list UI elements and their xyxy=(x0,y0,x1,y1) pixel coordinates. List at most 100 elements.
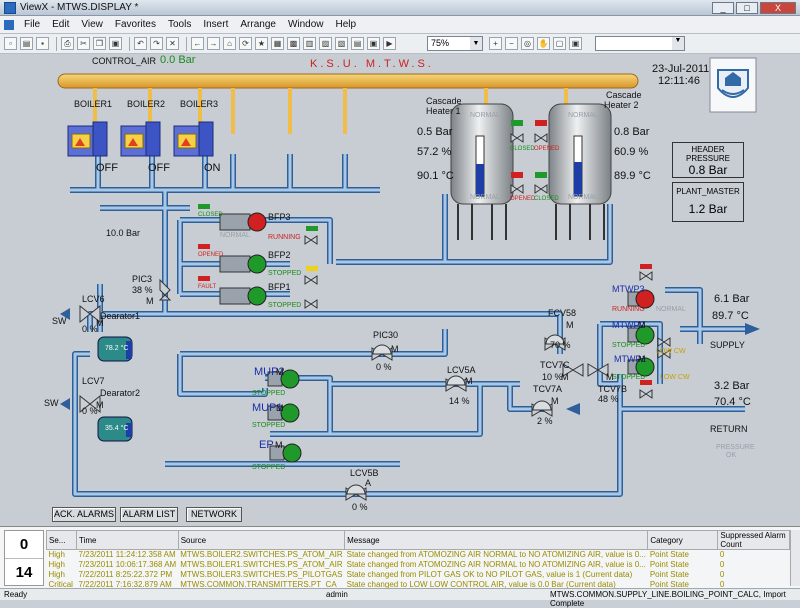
lcv5b-label: LCV5B xyxy=(350,468,379,478)
menu-window[interactable]: Window xyxy=(287,19,324,30)
open-icon[interactable]: ▤ xyxy=(20,37,33,50)
lcv5a-mode: M xyxy=(465,376,473,386)
grid-icon[interactable]: ▩ xyxy=(287,37,300,50)
boiler-2 xyxy=(120,121,161,157)
return-temp: 70.4 °C xyxy=(714,396,751,408)
boiler1-state: OFF xyxy=(96,162,118,174)
forward-icon[interactable]: → xyxy=(207,37,220,50)
ep-mode: M xyxy=(275,440,283,450)
col-suppressed[interactable]: Suppressed Alarm Count xyxy=(717,530,790,550)
chart-icon[interactable]: ▥ xyxy=(303,37,316,50)
heater1-title-1: Cascade xyxy=(426,96,462,106)
fcv58-mode: M xyxy=(566,320,574,330)
control-air-value: 0.0 Bar xyxy=(160,54,196,66)
col-message[interactable]: Message xyxy=(344,530,649,550)
cut-icon[interactable]: ✂ xyxy=(77,37,90,50)
pan-icon[interactable]: ✋ xyxy=(537,37,550,50)
menu-view[interactable]: View xyxy=(81,19,103,30)
delete-icon[interactable]: ✕ xyxy=(166,37,179,50)
pic30-mode: M xyxy=(391,344,399,354)
mup2-label: MUP2 xyxy=(254,366,285,378)
mtwp1-tag: LOW CW xyxy=(660,374,690,381)
supply-temp: 89.7 °C xyxy=(712,310,749,322)
col-time[interactable]: Time xyxy=(76,530,179,550)
favorite-icon[interactable]: ★ xyxy=(255,37,268,50)
heater1-pressure: 0.5 Bar xyxy=(417,126,453,138)
heater-valve-4-state: CLOSED xyxy=(534,196,559,202)
back-icon[interactable]: ← xyxy=(191,37,204,50)
header-pressure-label-2: PRESSURE xyxy=(685,154,730,163)
home-icon[interactable]: ⌂ xyxy=(223,37,236,50)
run-icon[interactable]: ▶ xyxy=(383,37,396,50)
status-message: MTWS.COMMON.SUPPLY_LINE.BOILING_POINT_CA… xyxy=(550,590,786,608)
steam-header-pipe xyxy=(57,73,639,89)
menu-edit[interactable]: Edit xyxy=(52,19,70,30)
menu-help[interactable]: Help xyxy=(335,19,357,30)
boiler3-label: BOILER3 xyxy=(180,99,219,109)
app-icon xyxy=(4,1,16,14)
paste-icon[interactable]: ▣ xyxy=(109,37,122,50)
maximize-button[interactable]: □ xyxy=(736,1,758,14)
col-severity[interactable]: Se... xyxy=(46,530,77,550)
menu-file[interactable]: File xyxy=(24,19,41,30)
alarm-scrollbar[interactable] xyxy=(790,530,800,586)
mup2-pump xyxy=(267,369,300,389)
bfp1-pump xyxy=(219,286,267,306)
col-category[interactable]: Category xyxy=(647,530,719,550)
pressure-status-2: OK xyxy=(726,452,737,459)
bfp1-status: STOPPED xyxy=(268,302,302,309)
heater-valves xyxy=(510,120,548,194)
tcv7c-value: 10 % xyxy=(542,372,563,382)
refresh-icon[interactable]: ⟳ xyxy=(239,37,252,50)
print-icon[interactable]: ⎙ xyxy=(61,37,74,50)
copy-icon[interactable]: ❐ xyxy=(93,37,106,50)
ep-pump xyxy=(269,443,302,463)
minimize-button[interactable]: _ xyxy=(712,1,734,14)
close-button[interactable]: X xyxy=(760,1,796,14)
menu-insert[interactable]: Insert xyxy=(203,19,229,30)
col-source[interactable]: Source xyxy=(177,530,346,550)
tcv7b-label: TCV7B xyxy=(598,384,628,394)
zoom-window-icon[interactable]: ▣ xyxy=(569,37,582,50)
undo-icon[interactable]: ↶ xyxy=(134,37,147,50)
menu-arrange[interactable]: Arrange xyxy=(240,19,276,30)
alarm-list-button[interactable]: ALARM LIST xyxy=(120,507,178,522)
mup2-mode: M xyxy=(276,367,284,377)
mtwp3-pump xyxy=(627,289,655,309)
redo-icon[interactable]: ↷ xyxy=(150,37,163,50)
select-icon[interactable]: ▦ xyxy=(271,37,284,50)
folder-icon[interactable]: ▤ xyxy=(351,37,364,50)
boiler-3 xyxy=(173,121,214,157)
tag-icon[interactable]: ▧ xyxy=(335,37,348,50)
sw-inlet-1: SW xyxy=(52,316,67,326)
dearator2-temp: 35.4 °C xyxy=(105,425,129,432)
menu-favorites[interactable]: Favorites xyxy=(114,19,156,30)
image-icon[interactable]: ▨ xyxy=(319,37,332,50)
zoom-area-icon[interactable]: ▢ xyxy=(553,37,566,50)
dearator1-temp: 78.2 °C xyxy=(105,345,129,352)
zoom-select[interactable]: 75%▼ xyxy=(427,36,483,51)
boiler3-state: ON xyxy=(204,162,221,174)
status-bar: Ready admin MTWS.COMMON.SUPPLY_LINE.BOIL… xyxy=(0,588,800,608)
pic3-mode: M xyxy=(146,296,154,306)
save-icon[interactable]: ▪ xyxy=(36,37,49,50)
properties-icon[interactable]: ▣ xyxy=(367,37,380,50)
network-button[interactable]: NETWORK xyxy=(186,507,242,522)
tcv7b-value: 48 % xyxy=(598,394,619,404)
layer-select[interactable]: ▼ xyxy=(595,36,685,51)
zoom-fit-icon[interactable]: ◎ xyxy=(521,37,534,50)
zoom-in-icon[interactable]: + xyxy=(489,37,502,50)
menu-tools[interactable]: Tools xyxy=(167,19,192,30)
status-user: admin xyxy=(326,590,348,599)
new-icon[interactable]: ▫ xyxy=(4,37,17,50)
zoom-out-icon[interactable]: − xyxy=(505,37,518,50)
bfp2-valve-state: OPENED xyxy=(198,252,224,258)
bfp2-label: BFP2 xyxy=(268,250,291,260)
ack-alarms-button[interactable]: ACK. ALARMS xyxy=(52,507,116,522)
heater2-temp: 89.9 °C xyxy=(614,170,651,182)
lcv7-mode: M xyxy=(96,400,104,410)
